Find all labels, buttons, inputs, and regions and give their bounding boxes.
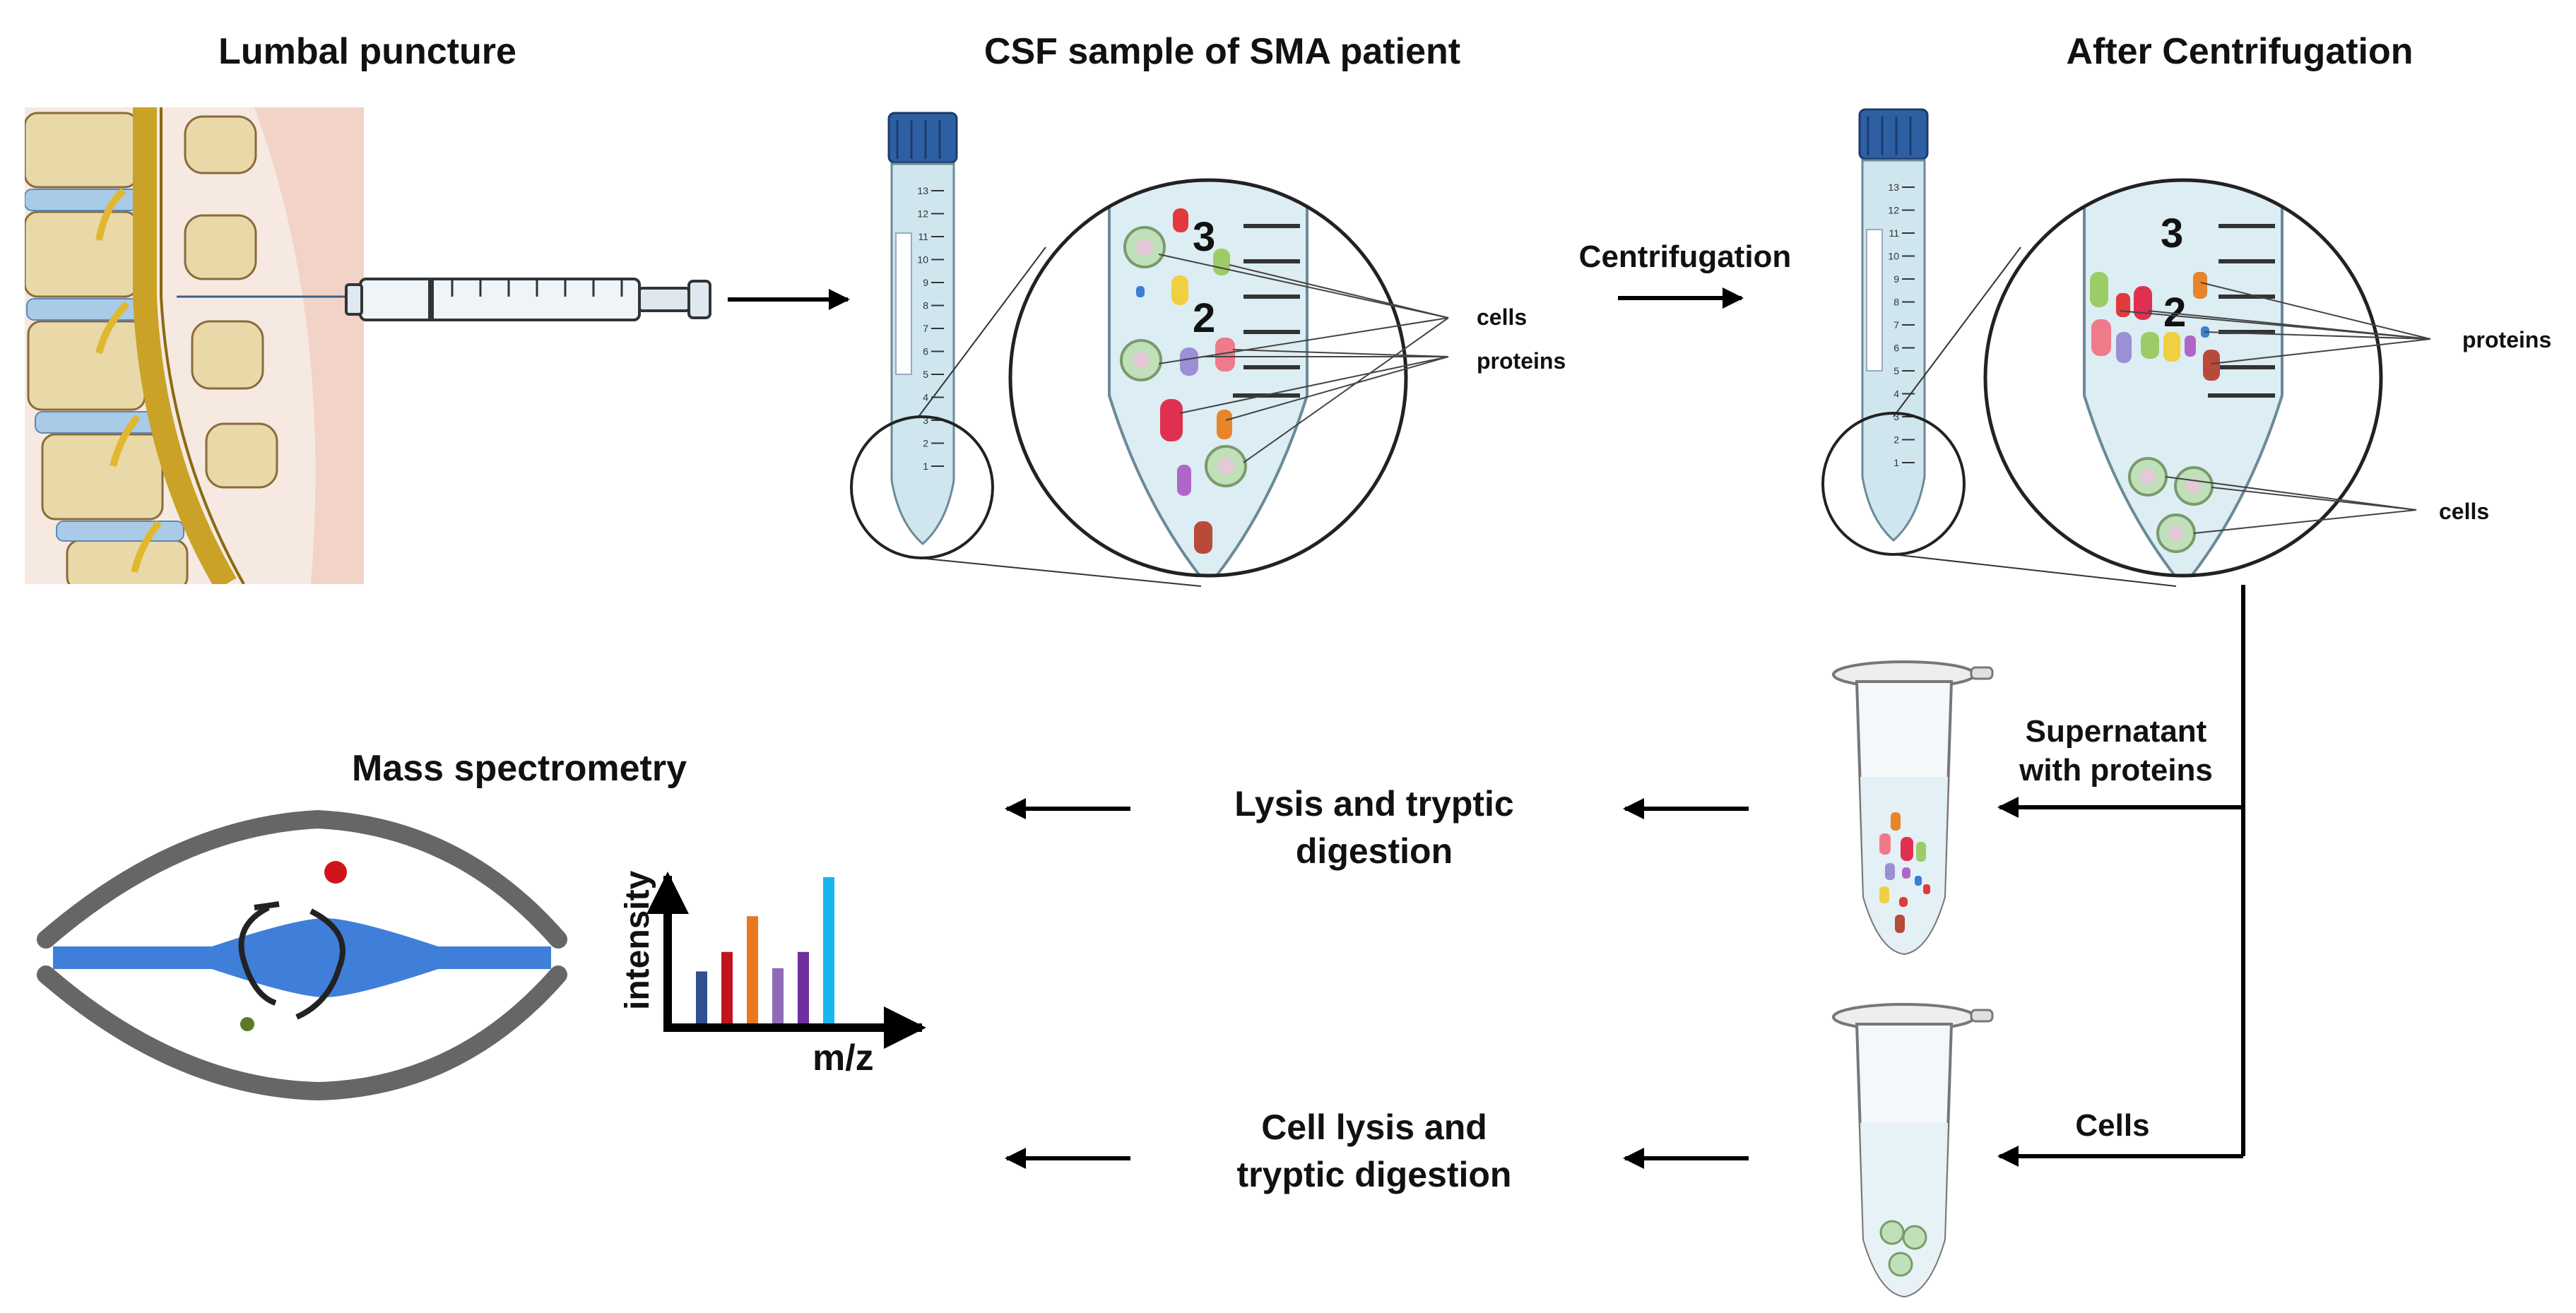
label-centrifugation: Centrifugation — [1579, 239, 1792, 274]
title-mass-spectrometry: Mass spectrometry — [352, 748, 687, 789]
split-connector — [1997, 585, 2245, 1167]
zoom-circle-small-2 — [1821, 412, 1966, 556]
zoom-connector — [1893, 246, 2021, 417]
syringe-icon — [345, 278, 711, 321]
tube-scale-label: 4 — [1893, 388, 1899, 400]
label-supernatant-line1: Supernatant — [2026, 714, 2207, 749]
callout-proteins-centrifuged: proteins — [2462, 327, 2551, 352]
label-cells: Cells — [2075, 1108, 2149, 1143]
tube-scale-label: 13 — [1888, 182, 1899, 193]
tube-scale-label: 1 — [1893, 457, 1899, 468]
magnified-view-centrifuged: 3 2 — [1983, 178, 2383, 578]
tube-scale-label: 11 — [918, 231, 928, 242]
callout-cells-centrifuged: cells — [2439, 499, 2489, 524]
cells-pellet — [2128, 457, 2214, 553]
zoom-circle-small-1 — [850, 415, 994, 559]
title-csf-sample: CSF sample of SMA patient — [984, 31, 1460, 72]
tube-scale-label: 11 — [1889, 227, 1899, 239]
title-after-centrifugation: After Centrifugation — [2066, 31, 2413, 72]
tube-mark-three: 3 — [1193, 214, 1215, 260]
spectrum-bar — [772, 968, 784, 1023]
spinal-nerve-cord — [95, 107, 245, 584]
tube-scale-label: 9 — [1893, 273, 1899, 285]
proteins-centrifuged — [2090, 272, 2220, 381]
tube-scale-label: 5 — [1893, 365, 1899, 376]
vertebra-bodies — [25, 112, 189, 584]
tube-scale-label: 10 — [1888, 251, 1899, 262]
callout-lines-csf — [1158, 254, 1449, 463]
tube-scale-label: 2 — [1893, 434, 1899, 446]
tube-scale-label: 10 — [917, 254, 928, 266]
tube-scale-2: 13 12 11 10 9 8 7 6 5 4 3 2 1 — [1888, 182, 1915, 468]
label-cell-lysis-line2: tryptic digestion — [1237, 1155, 1512, 1194]
tube-mark-two: 2 — [1193, 295, 1215, 341]
spectrum-bar — [798, 951, 809, 1023]
spinous-processes — [184, 115, 278, 489]
tube-scale-label: 6 — [923, 346, 928, 357]
spectrum-bar — [696, 971, 707, 1023]
callout-lines-centrifuged — [2119, 282, 2431, 534]
label-lysis-line2: digestion — [1296, 831, 1453, 871]
tube-scale-label: 12 — [917, 208, 928, 220]
tube-scale-label: 8 — [1893, 297, 1899, 308]
spectrum-bar — [747, 916, 758, 1023]
zoom-connector — [1893, 554, 2177, 587]
zoom-connector — [918, 557, 1202, 587]
spectrum-bar — [823, 877, 834, 1023]
spectrum-ylabel: intensity — [619, 870, 656, 1010]
tube-scale-1: 13 12 11 10 9 8 7 6 5 4 3 2 1 — [917, 185, 944, 472]
tube-scale-label: 6 — [1893, 343, 1899, 354]
spectrum-bar — [721, 951, 733, 1023]
tube-scale-label: 8 — [923, 300, 928, 311]
spectrum-bars — [696, 877, 834, 1023]
tube-scale-label: 7 — [1893, 319, 1899, 331]
tube-scale-label: 12 — [1888, 205, 1899, 216]
label-lysis-line1: Lysis and tryptic — [1234, 784, 1513, 824]
tube-scale-label: 1 — [923, 461, 928, 472]
tube-mark-three: 3 — [2161, 210, 2183, 256]
tube-scale-label: 5 — [923, 369, 928, 380]
zoom-connector — [918, 246, 1046, 417]
spectrum-chart: intensity m/z — [619, 870, 926, 1079]
tube-scale-label: 7 — [923, 323, 928, 334]
eppendorf-cells — [1832, 1003, 1994, 1298]
cells-csf — [1120, 226, 1247, 487]
label-cell-lysis-line1: Cell lysis and — [1261, 1107, 1487, 1147]
callout-proteins-csf: proteins — [1477, 348, 1566, 374]
tube-scale-label: 9 — [923, 277, 928, 288]
tube-scale-label: 3 — [923, 415, 928, 426]
title-lumbal-puncture: Lumbal puncture — [218, 31, 516, 72]
label-supernatant-line2: with proteins — [2019, 753, 2213, 788]
tube-scale-label: 13 — [917, 185, 928, 196]
spine-illustration — [25, 107, 364, 584]
callout-cells-csf: cells — [1477, 304, 1527, 330]
orbitrap-icon — [37, 809, 567, 1101]
spectrum-xlabel: m/z — [813, 1038, 874, 1079]
tube-scale-label: 3 — [1893, 411, 1899, 422]
eppendorf-supernatant — [1832, 660, 1994, 956]
proteins-csf — [1136, 208, 1235, 554]
tube-scale-label: 2 — [923, 438, 928, 449]
tube-scale-label: 4 — [923, 392, 928, 403]
magnified-view-csf: 3 2 — [1008, 178, 1408, 578]
